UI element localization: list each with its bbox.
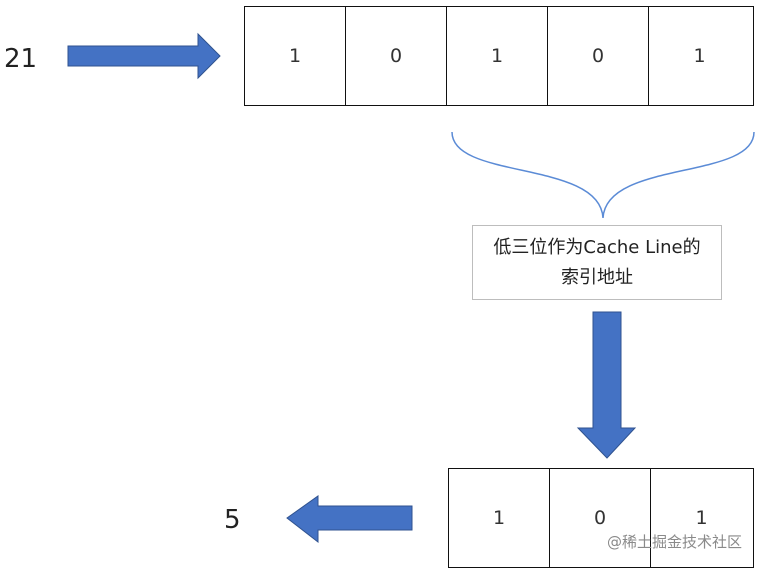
note-line: 低三位作为Cache Line的 bbox=[493, 236, 701, 258]
output-bits-row: 1 0 1 bbox=[448, 468, 754, 568]
input-bit: 1 bbox=[447, 7, 548, 105]
down-arrow-icon bbox=[576, 311, 637, 459]
input-bits-row: 1 0 1 0 1 bbox=[244, 6, 754, 106]
output-bit: 1 bbox=[449, 469, 550, 567]
curly-brace-icon bbox=[451, 131, 755, 219]
input-number-label: 21 bbox=[4, 44, 38, 74]
watermark: @稀土掘金技术社区 bbox=[606, 533, 742, 551]
output-bit: 1 bbox=[695, 507, 708, 529]
output-bit: 0 bbox=[550, 469, 651, 567]
input-bit: 1 bbox=[693, 45, 706, 67]
input-bit: 1 bbox=[245, 7, 346, 105]
output-number-label: 5 bbox=[224, 505, 241, 535]
input-bit: 0 bbox=[548, 7, 649, 105]
right-arrow-icon bbox=[67, 32, 221, 80]
input-bit: 0 bbox=[346, 7, 447, 105]
note-line: 索引地址 bbox=[561, 266, 633, 288]
note-box: 低三位作为Cache Line的 索引地址 bbox=[472, 225, 722, 300]
left-arrow-icon bbox=[286, 495, 413, 544]
